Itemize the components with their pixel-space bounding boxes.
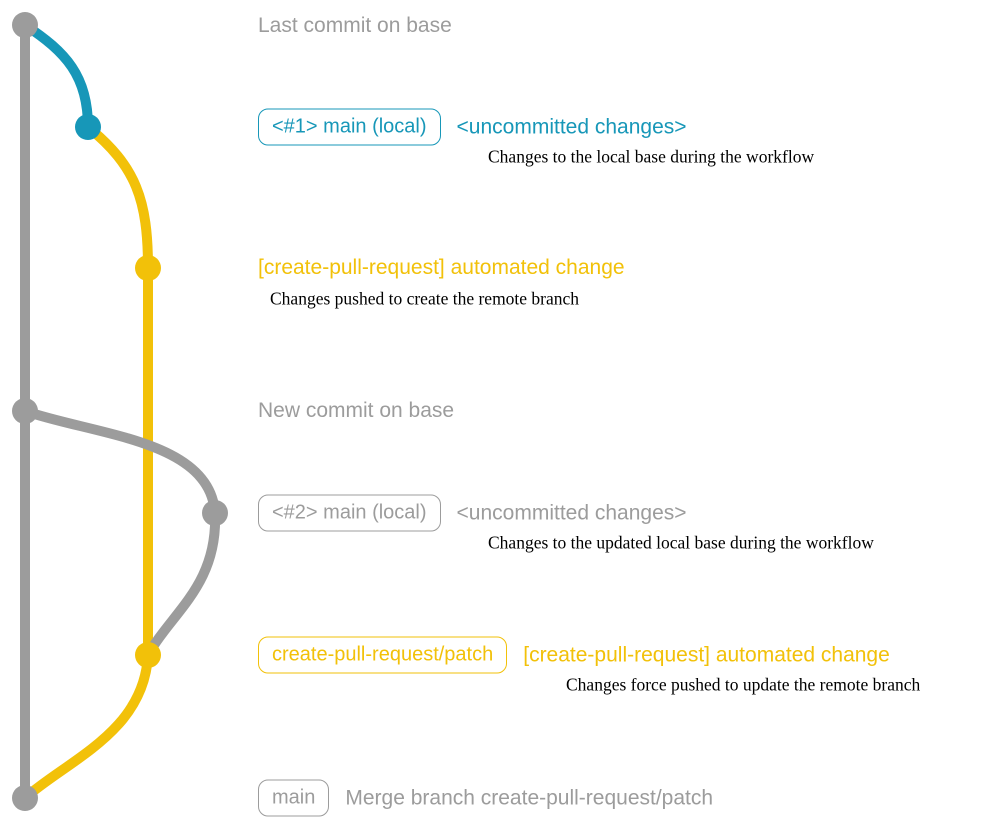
commit-dot-uncommitted-2: [202, 500, 228, 526]
label-new-commit-on-base: New commit on base: [258, 399, 455, 422]
commit-dot-uncommitted-1: [75, 114, 101, 140]
commit-dot-automated-1: [135, 255, 161, 281]
commit-subtitle-automated-2: Changes force pushed to update the remot…: [566, 674, 921, 695]
commit-subtitle-uncommitted-2: Changes to the updated local base during…: [488, 532, 874, 553]
commit-title-uncommitted-2: <uncommitted changes>: [456, 501, 687, 524]
row-main-local-2: <#2> main (local) <uncommitted changes>: [258, 494, 687, 532]
label-last-commit-on-base: Last commit on base: [258, 14, 452, 37]
local-changes-2-curve: [20, 406, 220, 518]
commit-title-automated-1: [create-pull-request] automated change: [258, 256, 625, 279]
commit-title-merge: Merge branch create-pull-request/patch: [345, 786, 714, 809]
commit-dot-last-base: [12, 12, 38, 38]
branch-badge-main-local-1: <#1> main (local): [258, 108, 441, 146]
patch-merge-curve: [20, 650, 153, 803]
row-automated-change-1: [create-pull-request] automated change: [258, 256, 625, 280]
commit-subtitle-uncommitted-1: Changes to the local base during the wor…: [488, 146, 815, 167]
row-patch-branch: create-pull-request/patch [create-pull-r…: [258, 636, 890, 674]
commit-dot-merge: [12, 785, 38, 811]
branch-badge-patch: create-pull-request/patch: [258, 636, 508, 674]
commit-title-automated-2: [create-pull-request] automated change: [523, 643, 890, 666]
row-main-local-1: <#1> main (local) <uncommitted changes>: [258, 108, 687, 146]
row-merge: main Merge branch create-pull-request/pa…: [258, 779, 714, 817]
commit-title-uncommitted-1: <uncommitted changes>: [456, 115, 687, 138]
branch-badge-main: main: [258, 779, 330, 817]
commit-dot-new-base: [12, 398, 38, 424]
rebase-curve: [143, 508, 221, 660]
branch-badge-main-local-2: <#2> main (local): [258, 494, 441, 532]
patch-branch-line: [83, 122, 153, 660]
commit-subtitle-automated-1: Changes pushed to create the remote bran…: [270, 288, 580, 309]
local-changes-1-curve: [20, 20, 93, 132]
commit-dot-automated-2: [135, 642, 161, 668]
